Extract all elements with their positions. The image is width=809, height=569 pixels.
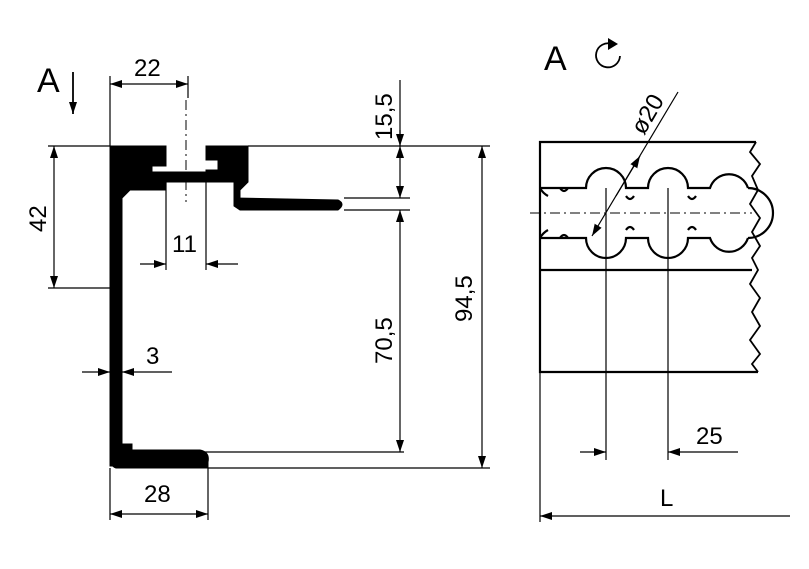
- dim-flange-height: 42: [25, 205, 52, 232]
- detail-label: A: [544, 40, 567, 78]
- dim-total-height: 94,5: [451, 275, 478, 322]
- dim-inner-height: 70,5: [371, 317, 398, 364]
- hole-band: [539, 166, 775, 260]
- profile-shape: [109, 145, 343, 469]
- dim-hole-diameter: ø20: [626, 90, 670, 139]
- dim-bottom-width: 28: [144, 481, 171, 508]
- break-line: [748, 141, 762, 373]
- dim-wall-thickness: 3: [146, 343, 159, 370]
- profile-section-view: A: [25, 55, 490, 520]
- rotate-clockwise-icon: [595, 38, 621, 69]
- dim-length: L: [660, 485, 673, 512]
- detail-frame: [538, 140, 758, 374]
- dim-gap-height: 15,5: [371, 93, 398, 140]
- dim-top-width: 22: [134, 55, 161, 82]
- dim-hole-pitch: 25: [696, 423, 723, 450]
- dim-slot-width: 11: [172, 231, 197, 258]
- detail-view: A ø20 2: [530, 38, 790, 522]
- section-label: A: [37, 62, 60, 100]
